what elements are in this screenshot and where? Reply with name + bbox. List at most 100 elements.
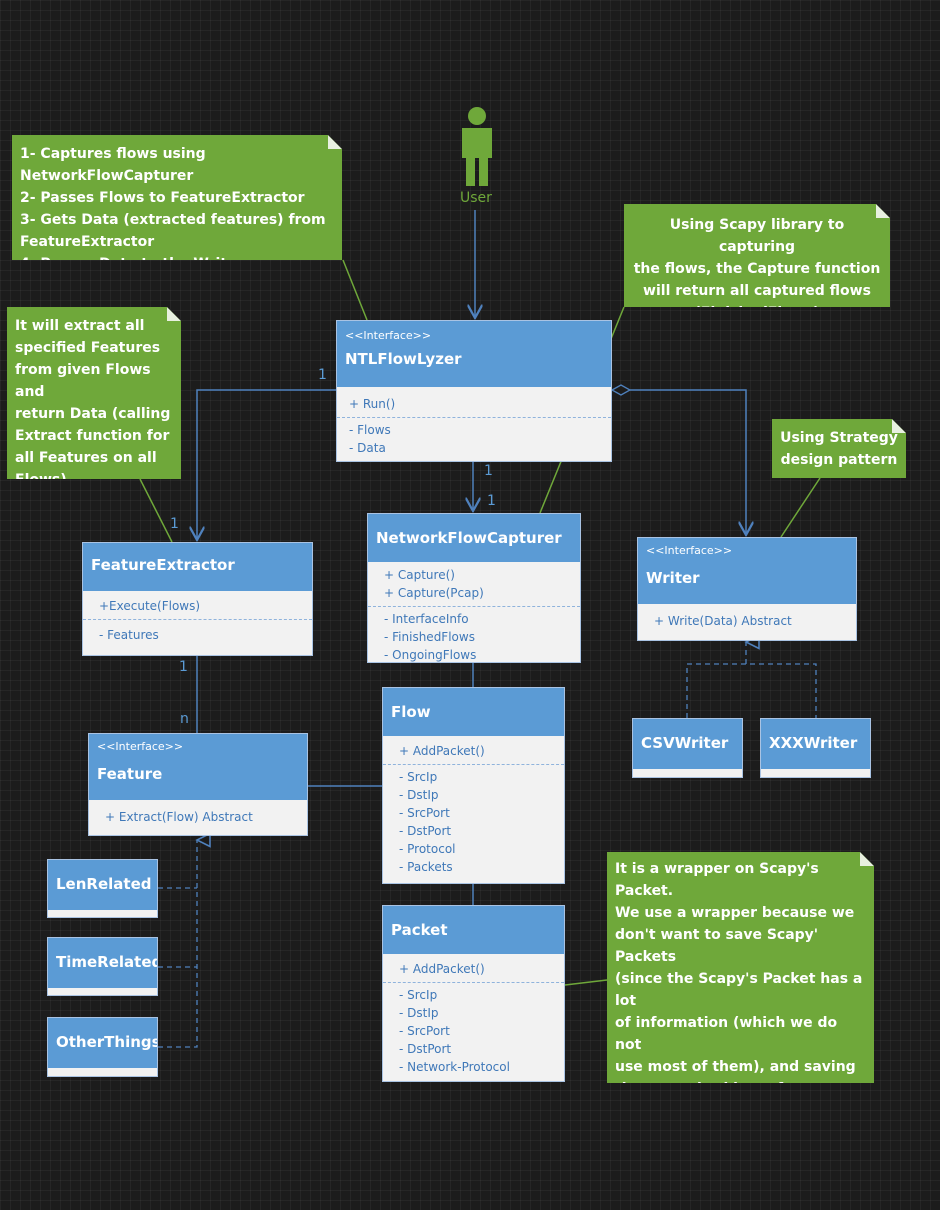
note-flowlyzer-steps: 1- Captures flows using NetworkFlowCaptu… <box>12 135 342 260</box>
class-header: LenRelated <box>48 860 157 910</box>
field: - Features <box>99 628 159 642</box>
class-header: FeatureExtractor <box>83 543 312 591</box>
class-name: XXXWriter <box>769 734 858 752</box>
class-name: NTLFlowLyzer <box>345 350 462 368</box>
field: - InterfaceInfo <box>384 612 469 626</box>
multiplicity-label: 1 <box>484 463 493 479</box>
method: + Capture() <box>384 568 455 582</box>
class-header: <<Interface>> NTLFlowLyzer <box>337 321 611 387</box>
class-fields: - SrcIp - DstIp - SrcPort - DstPort - Pr… <box>383 765 564 880</box>
method: + Extract(Flow) Abstract <box>105 810 253 824</box>
class-xxxwriter[interactable]: XXXWriter <box>760 718 871 778</box>
multiplicity-label: 1 <box>318 367 327 383</box>
multiplicity-label: n <box>180 711 189 727</box>
method: +Execute(Flows) <box>99 599 201 613</box>
class-stereotype: <<Interface>> <box>646 544 733 557</box>
note-line: It is a wrapper on Scapy's Packet. <box>615 861 819 899</box>
field: - Data <box>349 441 386 455</box>
note-line: specified Features <box>15 340 161 356</box>
aggregation-diamond <box>610 384 632 396</box>
class-stereotype: <<Interface>> <box>97 740 184 753</box>
note-line: design pattern <box>780 452 898 468</box>
class-lenrelated[interactable]: LenRelated <box>47 859 158 918</box>
class-flow[interactable]: Flow + AddPacket() - SrcIp - DstIp - Src… <box>382 687 565 884</box>
writer-inheritance-lines <box>686 663 817 718</box>
note-extractor-anchor <box>139 478 173 543</box>
note-line: of information (which we do not <box>615 1015 838 1053</box>
note-line: in this calss). <box>615 1191 721 1207</box>
note-line: It will extract all <box>15 318 145 334</box>
field: - Packets <box>399 860 453 874</box>
user-label: User <box>460 190 492 206</box>
note-line: return Data (calling <box>15 406 171 422</box>
note-line: We use a wrapper because we <box>615 905 855 921</box>
class-name: CSVWriter <box>641 734 729 752</box>
class-featureextractor[interactable]: FeatureExtractor +Execute(Flows) - Featu… <box>82 542 313 656</box>
feature-inheritance-lines <box>158 840 197 1048</box>
method: + Run() <box>349 397 396 411</box>
class-methods: + Capture() + Capture(Pcap) <box>368 562 580 607</box>
class-ntlflowlyzer[interactable]: <<Interface>> NTLFlowLyzer + Run() - Flo… <box>336 320 612 462</box>
note-line: Extract function for <box>15 428 170 444</box>
class-header: TimeRelated <box>48 938 157 988</box>
class-methods: +Execute(Flows) <box>83 591 312 620</box>
class-methods: + Extract(Flow) Abstract <box>89 800 307 830</box>
class-fields: - SrcIp - DstIp - SrcPort - DstPort - Ne… <box>383 983 564 1080</box>
class-packet[interactable]: Packet + AddPacket() - SrcIp - DstIp - S… <box>382 905 565 1082</box>
class-name: Packet <box>391 921 448 939</box>
note-line: the flows, the Capture function <box>633 261 881 277</box>
method: + Write(Data) Abstract <box>654 614 792 628</box>
note-line: Using Strategy <box>780 430 898 446</box>
field: - DstPort <box>399 824 452 838</box>
note-line: FeatureExtractor <box>20 234 155 250</box>
field: - SrcIp <box>399 988 438 1002</box>
class-header: Flow <box>383 688 564 736</box>
class-header: Packet <box>383 906 564 954</box>
field: - Protocol <box>399 842 456 856</box>
note-line: use most of them), and saving <box>615 1059 856 1075</box>
multiplicity-label: 1 <box>170 516 179 532</box>
field: - DstPort <box>399 1042 452 1056</box>
note-scapy: Using Scapy library to capturing the flo… <box>624 204 890 307</box>
class-header: NetworkFlowCapturer <box>368 514 580 562</box>
class-fields: - Features <box>83 620 312 648</box>
class-writer[interactable]: <<Interface>> Writer + Write(Data) Abstr… <box>637 537 857 641</box>
class-methods: + AddPacket() <box>383 736 564 765</box>
field: - SrcPort <box>399 806 450 820</box>
field: - Flows <box>349 423 391 437</box>
class-header: <<Interface>> Feature <box>89 734 307 800</box>
note-line: (since the Scapy's Packet has a lot <box>615 971 863 1009</box>
class-csvwriter[interactable]: CSVWriter <box>632 718 743 778</box>
note-line: 2- Passes Flows to FeatureExtractor <box>20 190 305 206</box>
note-flowlyzer-anchor <box>342 259 368 321</box>
class-header: <<Interface>> Writer <box>638 538 856 604</box>
ntl-to-writer-aggregation <box>630 389 746 535</box>
class-name: FeatureExtractor <box>91 556 235 574</box>
class-fields: - Flows - Data <box>337 418 611 461</box>
class-timerelated[interactable]: TimeRelated <box>47 937 158 996</box>
note-line: don't want to save Scapy' Packets <box>615 927 819 965</box>
class-networkflowcapturer[interactable]: NetworkFlowCapturer + Capture() + Captur… <box>367 513 581 663</box>
note-line: 3- Gets Data (extracted features) from <box>20 212 326 228</box>
note-packet-wrapper: It is a wrapper on Scapy's Packet. We us… <box>607 852 874 1083</box>
field: - DstIp <box>399 788 439 802</box>
note-line: will return all captured flows <box>643 283 871 299</box>
method: + AddPacket() <box>399 744 485 758</box>
class-name: TimeRelated <box>56 953 158 971</box>
field: - SrcPort <box>399 1024 450 1038</box>
class-header: XXXWriter <box>761 719 870 769</box>
method: + AddPacket() <box>399 962 485 976</box>
class-header: CSVWriter <box>633 719 742 769</box>
class-feature[interactable]: <<Interface>> Feature + Extract(Flow) Ab… <box>88 733 308 836</box>
class-otherthings[interactable]: OtherThings <box>47 1017 158 1077</box>
note-line: Using Scapy library to capturing <box>669 217 845 255</box>
field: - Network-Protocol <box>399 1060 510 1074</box>
field: - OngoingFlows <box>384 648 477 662</box>
note-strategy: Using Strategy design pattern <box>772 419 906 478</box>
note-packet-anchor <box>564 979 608 986</box>
method: + Capture(Pcap) <box>384 586 484 600</box>
field: - FinishedFlows <box>384 630 475 644</box>
field: - DstIp <box>399 1006 439 1020</box>
class-name: Feature <box>97 765 163 783</box>
user-actor-icon <box>462 107 492 186</box>
